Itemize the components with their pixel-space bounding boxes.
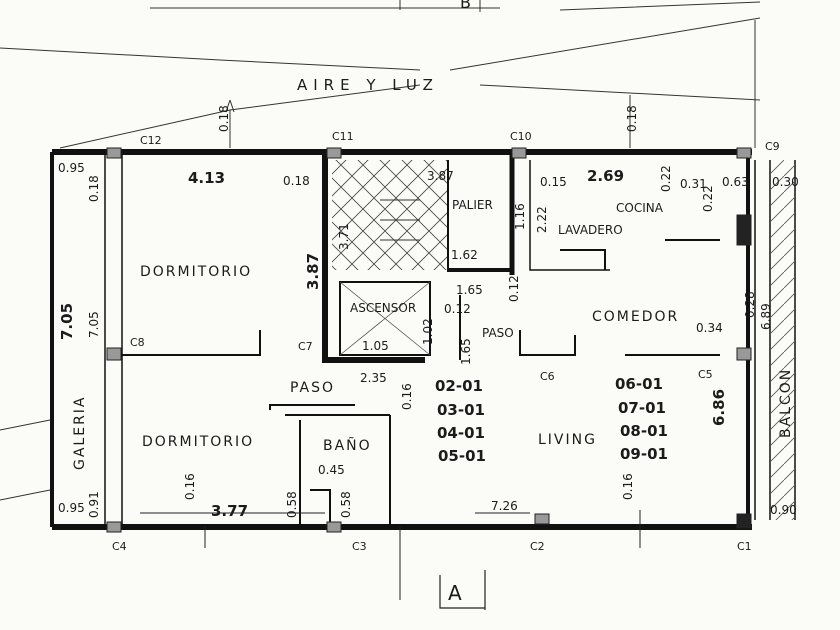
column-c1: C1: [737, 540, 752, 553]
dim-label: 2.69: [587, 167, 624, 185]
room-bano: BAÑO: [323, 437, 372, 454]
dim-label: 0.12: [507, 275, 521, 302]
column-c9: C9: [765, 140, 780, 153]
dim-label: 0.16: [400, 383, 414, 410]
dim-label: 3.87: [304, 253, 322, 290]
interior-walls: [122, 239, 720, 527]
room-dormitorio-top: DORMITORIO: [140, 264, 252, 280]
room-galeria: GALERIA: [72, 395, 88, 470]
dimensions: 0.95 0.18 4.13 0.18 0.18 3.87 3.71 3.87 …: [58, 105, 799, 520]
dim-label: 2.35: [360, 371, 387, 385]
aire-y-luz-label: AIRE Y LUZ: [297, 76, 439, 94]
dim-label: 1.65: [456, 283, 483, 297]
dim-label: 0.16: [621, 473, 635, 500]
dim-label: 0.34: [696, 321, 723, 335]
dim-label: 0.95: [58, 161, 85, 175]
dim-label: 1.62: [451, 248, 478, 262]
column-c4: C4: [112, 540, 127, 553]
column-c5: C5: [698, 368, 713, 381]
dim-label: 0.22: [659, 165, 673, 192]
column-c12: C12: [140, 134, 162, 147]
room-paso-right: PASO: [482, 326, 514, 340]
room-paso-center: PASO: [290, 380, 335, 396]
room-comedor: COMEDOR: [592, 309, 679, 325]
dim-label: 7.05: [87, 311, 101, 338]
outer-walls: [50, 149, 796, 530]
column-c10: C10: [510, 130, 532, 143]
dim-label: 0.15: [540, 175, 567, 189]
dim-label: 0.12: [444, 302, 471, 316]
room-balcon: BALCON: [778, 368, 794, 438]
dim-label: 7.05: [58, 303, 76, 340]
column-c11: C11: [332, 130, 354, 143]
dim-label: 0.58: [285, 491, 299, 518]
dim-label: 0.18: [87, 175, 101, 202]
room-lavadero: LAVADERO: [558, 223, 623, 237]
column-c3: C3: [352, 540, 367, 553]
dim-label: 0.28: [743, 291, 757, 318]
dim-label: 0.58: [339, 491, 353, 518]
room-living: LIVING: [538, 432, 597, 448]
dim-label: 7.26: [491, 499, 518, 513]
column-c2: C2: [530, 540, 545, 553]
unit-number: 06-01: [615, 375, 663, 393]
unit-list-right: 06-01 07-01 08-01 09-01: [615, 375, 668, 463]
unit-number: 05-01: [438, 447, 486, 465]
dim-label: 3.77: [211, 502, 248, 520]
dim-label: 0.31: [680, 177, 707, 191]
unit-number: 03-01: [437, 401, 485, 419]
unit-list-left: 02-01 03-01 04-01 05-01: [435, 377, 486, 465]
dim-label: 0.30: [772, 175, 799, 189]
column-c7: C7: [298, 340, 313, 353]
top-section-letter: B: [460, 0, 471, 12]
dim-label: 2.22: [535, 206, 549, 233]
dim-label: 6.86: [710, 389, 728, 426]
balcon-hatch: [770, 160, 795, 520]
dim-label: 0.90: [770, 503, 797, 517]
section-letter-a: A: [448, 581, 462, 605]
top-border: [0, 0, 761, 501]
dim-label: 3.87: [427, 169, 454, 183]
dim-label: 0.22: [701, 185, 715, 212]
column-squares: [106, 147, 752, 533]
dim-label: 1.16: [513, 203, 527, 230]
section-a-marker: A: [439, 570, 486, 610]
dim-label: 0.91: [87, 491, 101, 518]
dim-label: 1.05: [362, 339, 389, 353]
dim-label: 6.89: [759, 303, 773, 330]
dim-label: 0.45: [318, 463, 345, 477]
dim-label: 0.63: [722, 175, 749, 189]
column-c8: C8: [130, 336, 145, 349]
stair-core: [322, 152, 610, 363]
room-dormitorio-bottom: DORMITORIO: [142, 434, 254, 450]
unit-number: 09-01: [620, 445, 668, 463]
dim-label: 0.18: [625, 105, 639, 132]
dim-label: 1.02: [421, 318, 435, 345]
unit-number: 07-01: [618, 399, 666, 417]
room-ascensor: ASCENSOR: [350, 301, 416, 315]
dim-label: 3.71: [337, 223, 351, 250]
dim-label: 0.18: [217, 105, 231, 132]
room-palier: PALIER: [452, 198, 493, 212]
column-c6: C6: [540, 370, 555, 383]
unit-number: 08-01: [620, 422, 668, 440]
dim-label: 1.65: [459, 338, 473, 365]
dim-label: 0.18: [283, 174, 310, 188]
unit-number: 04-01: [437, 424, 485, 442]
unit-number: 02-01: [435, 377, 483, 395]
dim-label: 4.13: [188, 169, 225, 187]
room-cocina: COCINA: [616, 201, 664, 215]
dim-label: 0.16: [183, 473, 197, 500]
dimension-lines: [140, 510, 641, 600]
dim-label: 0.95: [58, 501, 85, 515]
